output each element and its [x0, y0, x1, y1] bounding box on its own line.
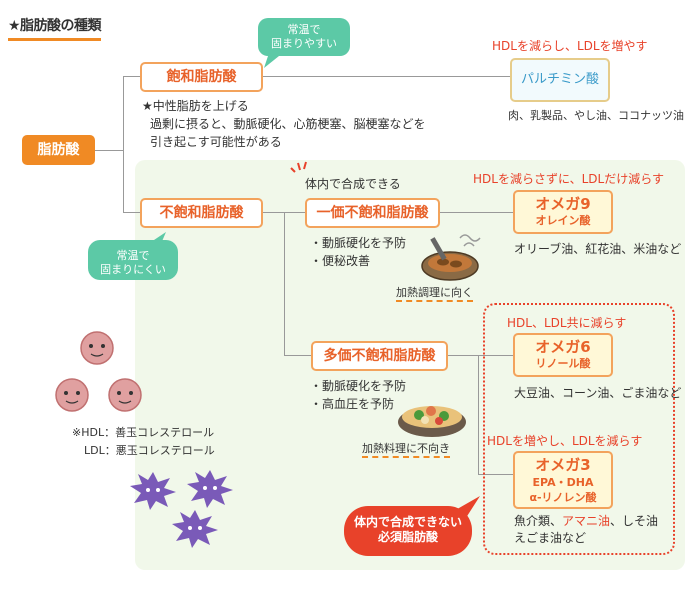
omega6-box: オメガ6 リノール酸 — [513, 333, 613, 377]
saturated-foods: 肉、乳製品、やし油、ココナッツ油 — [508, 109, 684, 122]
omega9-sub: オレイン酸 — [535, 214, 591, 227]
fatty-acid-box: 脂肪酸 — [22, 135, 95, 165]
bubble-line: 体内で合成できない — [353, 515, 462, 529]
omega3-effect: HDLを増やし、LDLを減らす — [487, 434, 643, 448]
monounsaturated-box: 一価不飽和脂肪酸 — [305, 198, 440, 228]
connector — [478, 474, 513, 475]
legend-hdl: ※HDL：善玉コレステロール — [72, 426, 215, 439]
bubble-body — [258, 18, 350, 56]
page-title: ★脂肪酸の種類 — [8, 15, 102, 41]
mono-caption: 体内で合成できる — [305, 177, 401, 191]
omega3-box: オメガ3 EPA・DHA α-リノレン酸 — [513, 451, 613, 509]
emphasis-marks-icon — [290, 161, 307, 173]
omega9-name: オメガ9 — [535, 195, 591, 213]
omega3-name: オメガ3 — [535, 456, 591, 474]
hdl-character-icon — [108, 378, 142, 412]
poly-cooking-note: 加熱料理に不向き — [362, 441, 450, 458]
essential-bubble — [344, 496, 480, 556]
saturated-note-1: ★中性脂肪を上げる — [142, 99, 249, 113]
poly-benefit-1: ・動脈硬化を予防 — [310, 379, 407, 393]
saturated-bubble-text: 常温で 固まりやすい — [258, 23, 350, 51]
legend-ldl: LDL：悪玉コレステロール — [84, 444, 215, 457]
connector — [448, 355, 478, 356]
connector — [284, 212, 285, 356]
omega3-sub-1: EPA・DHA — [532, 476, 594, 489]
omega9-box: オメガ9 オレイン酸 — [513, 190, 613, 234]
connector — [478, 355, 479, 475]
connector — [95, 150, 123, 151]
mono-cooking-note: 加熱調理に向く — [396, 285, 473, 302]
bubble-line: 必須脂肪酸 — [377, 530, 438, 544]
connector — [263, 76, 510, 77]
palmitic-acid-box: パルチミン酸 — [510, 58, 610, 102]
omega3-foods-part: 、しそ油 — [610, 514, 659, 528]
mono-benefit-1: ・動脈硬化を予防 — [310, 236, 407, 250]
unsaturated-fatty-acid-box: 不飽和脂肪酸 — [140, 198, 263, 228]
saturated-fatty-acid-box: 飽和脂肪酸 — [140, 62, 263, 92]
hotpot-icon — [398, 406, 466, 437]
omega6-name: オメガ6 — [535, 338, 591, 356]
frying-pan-icon — [421, 234, 481, 281]
bubble-body — [344, 506, 472, 556]
omega6-foods: 大豆油、コーン油、ごま油など — [514, 386, 682, 400]
saturated-bubble — [258, 18, 350, 68]
ldl-character-icon — [172, 510, 218, 548]
connector — [440, 212, 513, 213]
omega6-effect: HDL、LDL共に減らす — [507, 316, 627, 330]
connector — [123, 76, 140, 77]
bubble-line: 固まりやすい — [271, 37, 337, 50]
unsaturated-bubble-text: 常温で 固まりにくい — [88, 249, 178, 277]
connector — [478, 355, 513, 356]
bubble-line: 固まりにくい — [100, 263, 166, 276]
essential-fatty-acid-group — [483, 303, 675, 555]
ldl-character-icon — [130, 472, 176, 510]
omega3-sub-2: α-リノレン酸 — [529, 491, 597, 504]
mono-benefit-2: ・便秘改善 — [310, 254, 371, 268]
saturated-note-2: 過剰に摂ると、動脈硬化、心筋梗塞、脳梗塞などを — [150, 117, 426, 131]
poly-benefit-2: ・高血圧を予防 — [310, 397, 395, 411]
essential-bubble-text: 体内で合成できない 必須脂肪酸 — [344, 515, 472, 545]
omega3-foods-2: えごま油など — [514, 531, 587, 545]
omega6-sub: リノール酸 — [535, 357, 591, 370]
connector — [284, 355, 311, 356]
bubble-line: 常温で — [116, 249, 150, 262]
omega3-foods-1: 魚介類、アマニ油、しそ油 — [514, 512, 658, 530]
connector — [123, 76, 124, 213]
omega3-foods-highlight: アマニ油 — [562, 514, 611, 528]
polyunsaturated-box: 多価不飽和脂肪酸 — [311, 341, 448, 371]
saturated-effect: HDLを減らし、LDLを増やす — [492, 39, 648, 53]
saturated-note-3: 引き起こす可能性がある — [150, 135, 282, 149]
mono-effect: HDLを減らさずに、LDLだけ減らす — [473, 172, 664, 186]
hdl-character-icon — [80, 331, 114, 365]
omega9-foods: オリーブ油、紅花油、米油など — [514, 242, 682, 256]
bubble-body — [88, 240, 178, 280]
hdl-character-icon — [55, 378, 89, 412]
bubble-line: 常温で — [287, 23, 321, 36]
unsaturated-bubble — [88, 232, 178, 280]
ldl-character-icon — [187, 470, 233, 508]
connector — [123, 212, 140, 213]
omega3-foods-part: 魚介類、 — [514, 514, 563, 528]
